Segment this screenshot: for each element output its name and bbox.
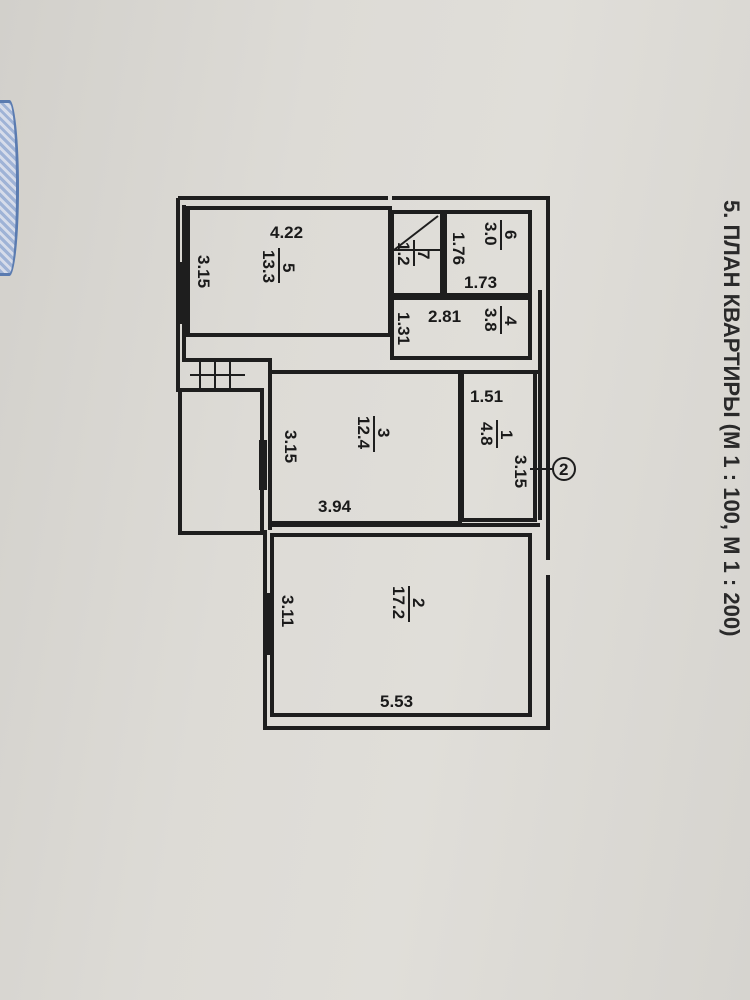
room-2-label: 2 17.2 (389, 586, 428, 622)
room-3-area: 12.4 (354, 416, 373, 450)
room-2-dim-2: 5.53 (380, 692, 413, 711)
room-6-number: 6 (501, 230, 520, 239)
room-7-number: 7 (414, 250, 433, 259)
room-5-length: 3.15 (194, 255, 213, 288)
room-1-outline (460, 370, 537, 522)
room-1-number: 1 (497, 430, 516, 439)
room-4-label: 4 3.8 (481, 306, 520, 334)
room-4-number: 4 (501, 316, 520, 326)
room-4-dim-2: 1.31 (394, 312, 413, 345)
room-3-dim-1: 3.15 (281, 430, 300, 463)
room-2-area: 17.2 (389, 586, 408, 619)
room-6-area: 3.0 (481, 222, 500, 246)
room-6-dim-2: 1.73 (464, 273, 497, 292)
room-2-outline (270, 533, 532, 717)
room-6-label: 6 3.0 (481, 220, 520, 250)
room-7-outline (390, 210, 444, 297)
room-1-label: 1 4.8 (477, 420, 516, 448)
axis-marker-label: 2 (559, 460, 568, 479)
room-1-area: 4.8 (477, 422, 496, 446)
walls (176, 196, 550, 730)
axis-marker-2: 2 (530, 457, 576, 481)
room-3-dim-2: 3.94 (318, 497, 352, 516)
room-5-width: 4.22 (270, 223, 303, 242)
room-5-area: 13.3 (259, 250, 278, 283)
room-3-label: 3 12.4 (354, 416, 393, 452)
room-4-outline (390, 296, 532, 360)
room-6-dim-1: 1.76 (449, 232, 468, 265)
room-2-dim-1: 3.11 (278, 595, 297, 627)
room-4-area: 3.8 (481, 308, 500, 332)
room-3-number: 3 (374, 428, 393, 437)
room-5-label: 5 13.3 (259, 248, 298, 283)
balcony-outline (178, 388, 264, 535)
room-2-number: 2 (409, 598, 428, 607)
room-7-area: 1.2 (394, 242, 413, 266)
room-7-label: 7 1.2 (394, 240, 433, 266)
room-6-outline (443, 210, 532, 297)
stamp-seal (0, 100, 19, 276)
room-1-dim-1: 1.51 (470, 387, 503, 406)
room-1-dim-2: 3.15 (511, 455, 530, 488)
room-4-dim-1: 2.81 (428, 307, 461, 326)
plan-title: 5. ПЛАН КВАРТИРЫ (М 1 : 100, М 1 : 200) (719, 200, 744, 636)
room-5-number: 5 (279, 263, 298, 272)
